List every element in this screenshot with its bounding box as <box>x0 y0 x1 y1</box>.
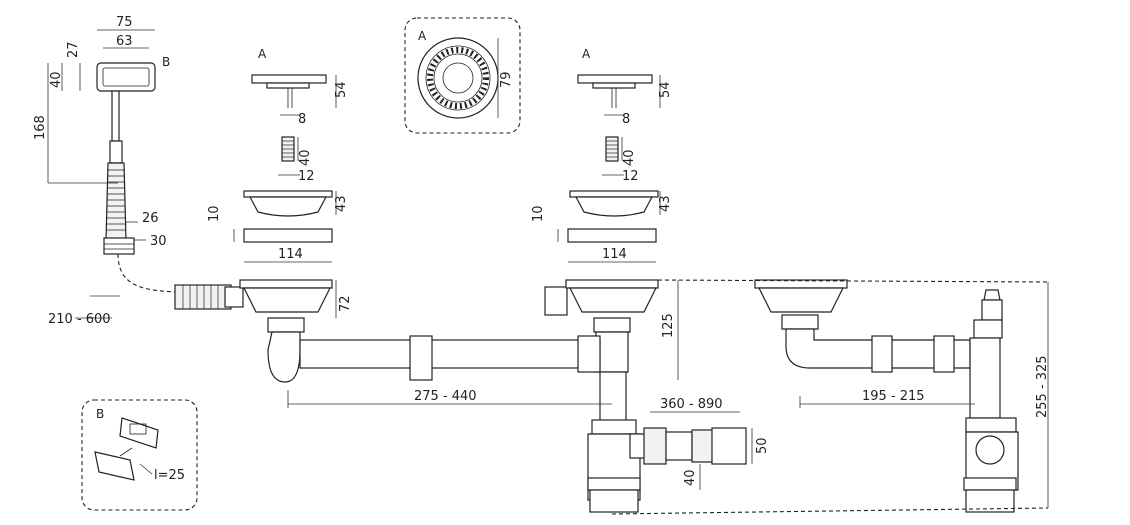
dim-gasket-thickness-left: 10 <box>207 205 222 222</box>
dim-screw-length-right: 40 <box>622 149 637 166</box>
dimension-lines <box>47 29 1049 515</box>
plug-left <box>243 74 333 243</box>
dim-pipe-span: 275 - 440 <box>414 389 477 404</box>
dim-overflow-inner-width: 63 <box>116 34 133 49</box>
dim-total-height: 255 - 325 <box>1035 355 1050 418</box>
dim-flange-diameter-left: 114 <box>278 247 303 262</box>
dim-overflow-height: 40 <box>49 71 64 88</box>
dim-plug-stem-left: 8 <box>298 112 306 127</box>
dim-hose-diameter: 26 <box>142 211 159 226</box>
dimension-labels: 75 63 27 40 168 26 30 210 - 600 54 8 40 … <box>33 15 1050 486</box>
dim-waste-outlet-small: 40 <box>683 469 698 486</box>
dim-plug-height-left: 54 <box>334 81 349 98</box>
dim-gasket-thickness-right: 10 <box>531 205 546 222</box>
label-overflow-b: B <box>162 55 170 69</box>
dim-flange-diameter-right: 114 <box>602 247 627 262</box>
dim-hose-connector: 30 <box>150 234 167 249</box>
single-siphon <box>754 279 1019 513</box>
dim-overflow-depth: 27 <box>66 41 81 58</box>
dim-strainer-height-left: 43 <box>334 195 349 212</box>
dim-strainer-height-right: 43 <box>658 195 673 212</box>
double-siphon <box>174 279 747 513</box>
label-plug-a-right: A <box>582 47 591 61</box>
dim-grate-diameter: 79 <box>499 71 514 88</box>
dim-overflow-width: 75 <box>116 15 133 30</box>
dim-bowl-body-height: 72 <box>338 295 353 312</box>
label-plug-a-left: A <box>258 47 267 61</box>
overflow-assembly <box>96 62 176 293</box>
dim-hose-length: 210 - 600 <box>48 312 111 327</box>
label-grate-a: A <box>418 29 427 43</box>
dim-plug-height-right: 54 <box>658 81 673 98</box>
dim-trap-height: 125 <box>661 313 676 338</box>
dim-screw-diameter-right: 12 <box>622 169 639 184</box>
dim-plug-stem-right: 8 <box>622 112 630 127</box>
dim-screw-diameter-left: 12 <box>298 169 315 184</box>
label-detail-b: B <box>96 407 104 421</box>
dim-overflow-total-height: 168 <box>33 115 48 140</box>
plug-right <box>567 74 659 243</box>
dim-waste-outlet-diameter: 50 <box>755 437 770 454</box>
dim-screw-length-left: 40 <box>298 149 313 166</box>
dim-screw-detail: l=25 <box>154 468 185 483</box>
dim-single-pipe-span: 195 - 215 <box>862 389 925 404</box>
dim-waste-pipe-length: 360 - 890 <box>660 397 723 412</box>
grate-detail <box>404 17 521 134</box>
screw-detail <box>81 399 198 511</box>
